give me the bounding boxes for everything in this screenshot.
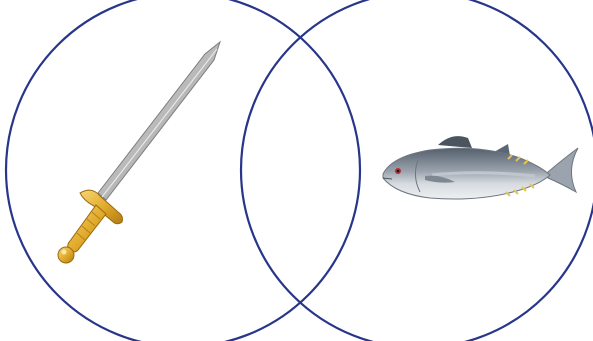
- sword-icon: [58, 42, 220, 263]
- left-set-circle: [6, 0, 360, 341]
- tuna-fish-icon: [383, 136, 578, 199]
